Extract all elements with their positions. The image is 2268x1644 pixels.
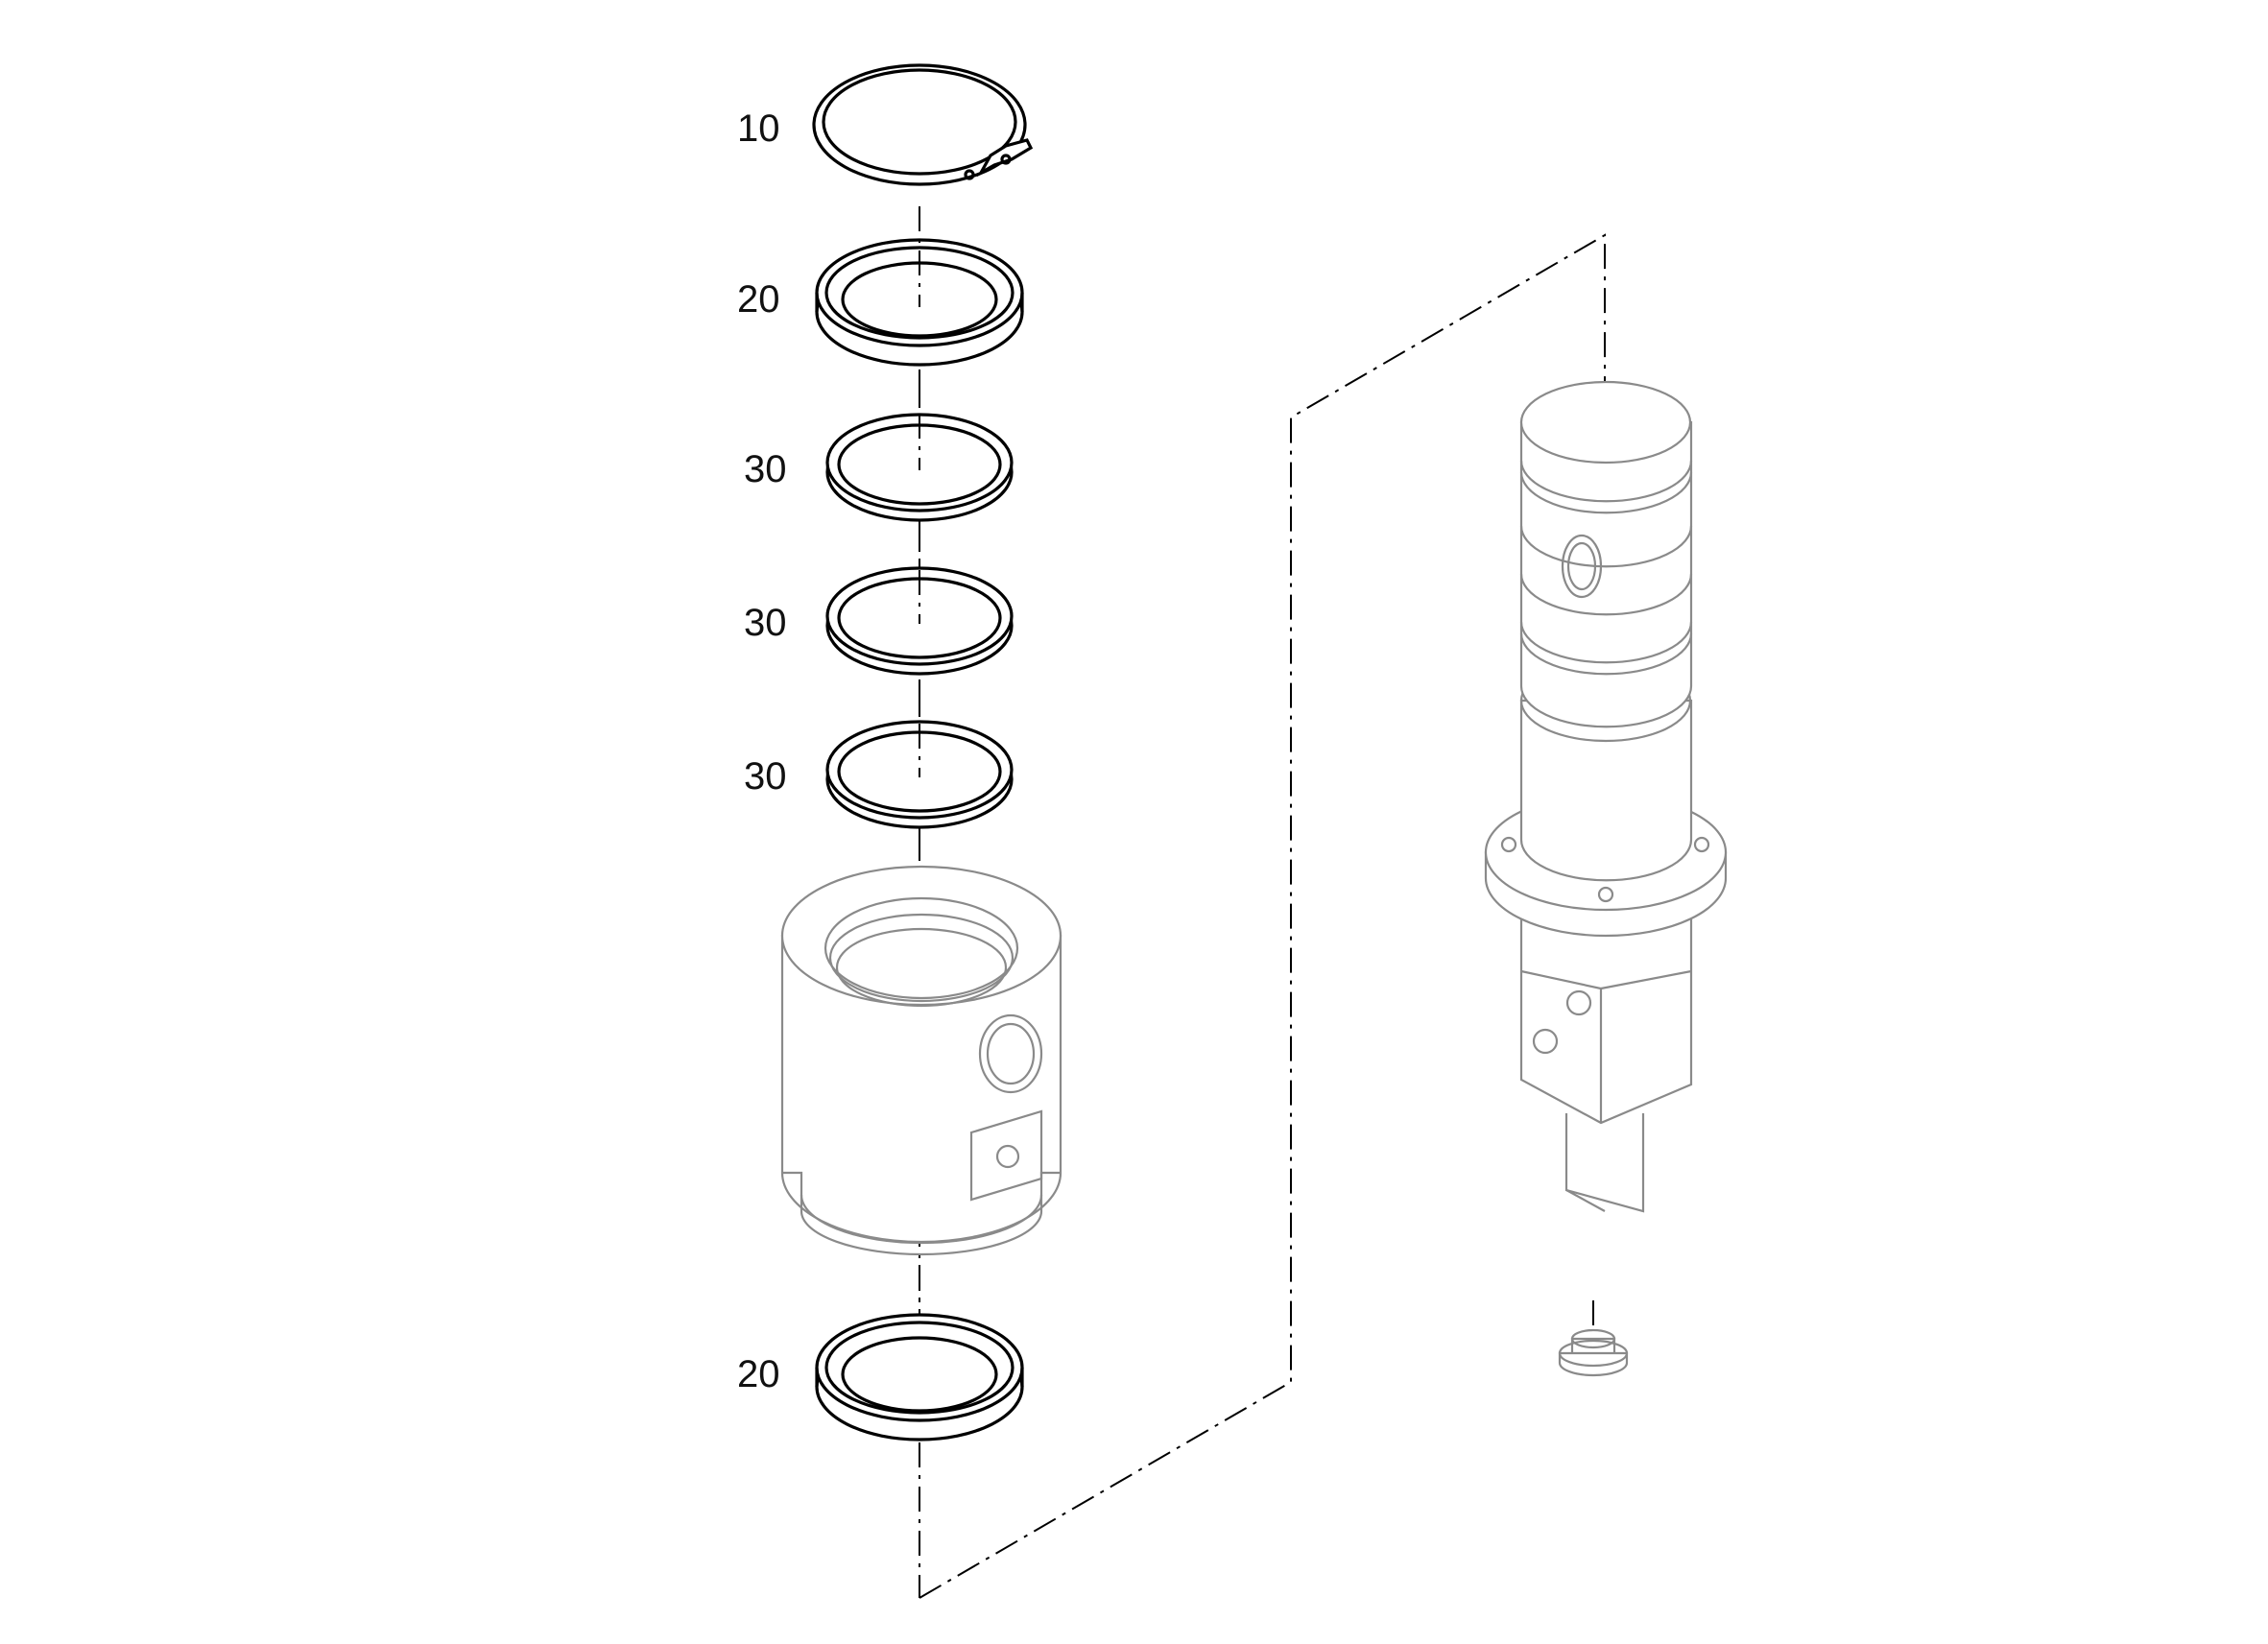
valve-spool-assembly	[1484, 380, 1728, 1213]
callout-label: 10	[737, 107, 780, 150]
plug-screw	[1558, 1328, 1629, 1377]
part-20-seal-ring-upper	[815, 238, 1024, 367]
housing-body	[780, 865, 1062, 1256]
callout-label: 30	[744, 602, 787, 644]
part-10-circlip	[812, 63, 1034, 186]
callout-label: 20	[737, 278, 780, 321]
callout-label: 30	[744, 755, 787, 798]
callout-label: 20	[737, 1353, 780, 1395]
callout-label: 30	[744, 448, 787, 490]
part-20-seal-ring-lower	[815, 1313, 1024, 1441]
